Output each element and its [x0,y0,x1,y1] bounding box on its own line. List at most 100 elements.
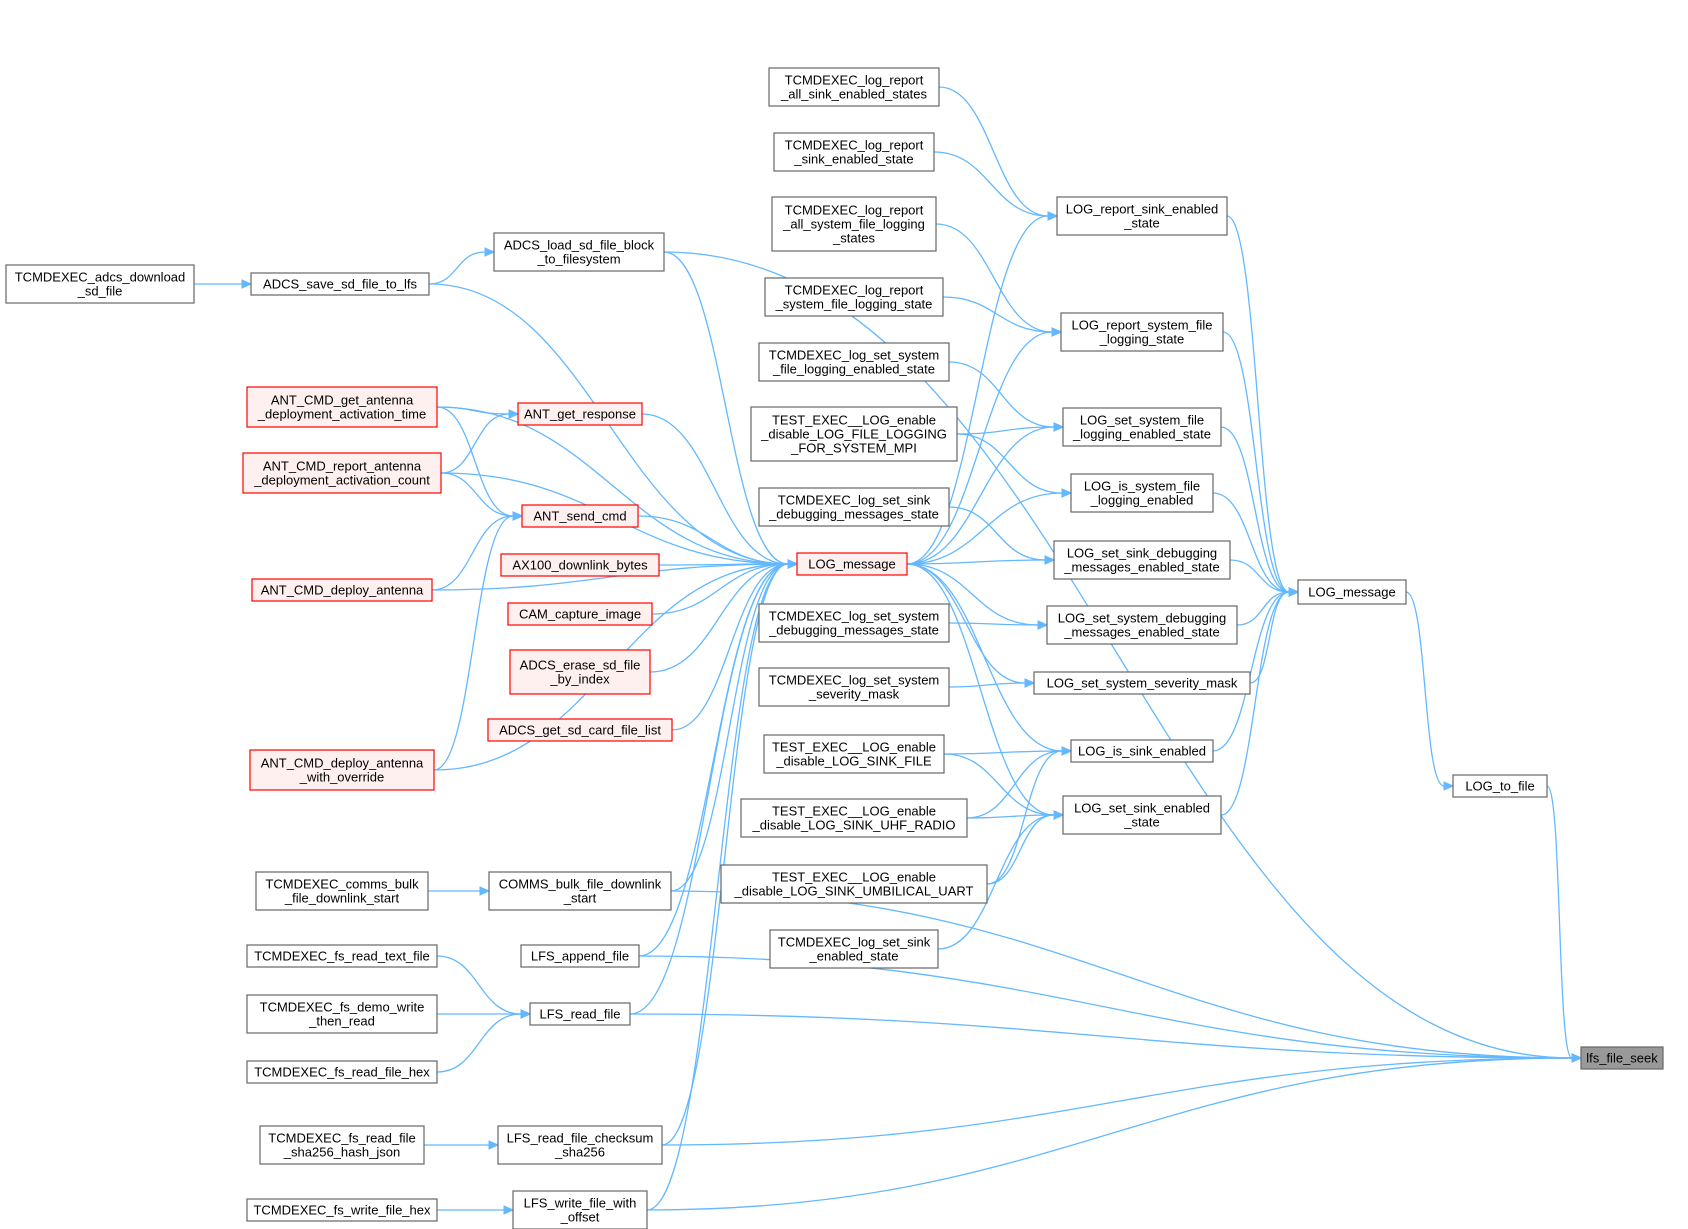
node-label-line: _sd_file [77,284,123,299]
edge-line [436,406,789,565]
node-label-line: TCMDEXEC_fs_read_file_hex [254,1065,430,1080]
node-test-uhf[interactable]: TEST_EXEC__LOG_enable_disable_LOG_SINK_U… [740,798,968,838]
node-t-comms-bulk[interactable]: TCMDEXEC_comms_bulk_file_downlink_start [255,871,429,911]
node-ant-get-resp[interactable]: ANT_get_response [517,402,643,426]
node-ant-override[interactable]: ANT_CMD_deploy_antenna_with_override [249,749,435,791]
node-log-message-r[interactable]: LOG_message [1297,579,1407,605]
node-lfs-write[interactable]: LFS_write_file_with_offset [512,1190,648,1229]
edge-ant-count-to-ant-get-resp [440,409,520,474]
node-box [1062,407,1222,447]
node-label: TCMDEXEC_log_set_system_severity_mask [769,673,940,702]
node-log-set-sys-file[interactable]: LOG_set_system_file_logging_enabled_stat… [1062,407,1222,447]
node-t-set-sys-dbg[interactable]: TCMDEXEC_log_set_system_debugging_messag… [758,603,950,643]
node-label: ADCS_save_sd_file_to_lfs [263,277,417,292]
edge-line [1226,215,1290,593]
node-ax100[interactable]: AX100_downlink_bytes [500,553,660,577]
node-t-fs-demo[interactable]: TCMDEXEC_fs_demo_write_then_read [246,994,438,1034]
node-ant-send[interactable]: ANT_send_cmd [521,504,639,528]
node-lfs-sha[interactable]: LFS_read_file_checksum_sha256 [497,1125,663,1165]
node-test-sink-file[interactable]: TEST_EXEC__LOG_enable_disable_LOG_SINK_F… [763,734,945,774]
node-log-is-sys-file[interactable]: LOG_is_system_file_logging_enabled [1070,473,1214,513]
edge-line [670,890,1573,1059]
node-box [768,67,940,107]
node-box [255,871,429,911]
node-label: LOG_is_system_file_logging_enabled [1084,479,1200,508]
node-t-rep-sink[interactable]: TCMDEXEC_log_report_sink_enabled_state [773,132,935,172]
node-t-set-sink-dbg[interactable]: TCMDEXEC_log_set_sink_debugging_messages… [758,487,950,527]
node-box [249,749,435,791]
edge-line [661,563,789,1146]
node-ant-time[interactable]: ANT_CMD_get_antenna_deployment_activatio… [246,386,438,428]
node-log-message-l[interactable]: LOG_message [796,552,908,576]
node-label: TEST_EXEC__LOG_enable_disable_LOG_FILE_L… [760,413,947,456]
node-log-set-sink[interactable]: LOG_set_sink_enabled_state [1062,795,1222,835]
node-root[interactable]: lfs_file_seek [1580,1046,1664,1070]
node-log-to-file[interactable]: LOG_to_file [1452,774,1548,798]
node-adcs-erase[interactable]: ADCS_erase_sd_file_by_index [509,649,651,695]
node-lfs-read[interactable]: LFS_read_file [529,1002,631,1026]
node-label: TCMDEXEC_log_report_sink_enabled_state [785,138,924,167]
node-label-line: _then_read [308,1014,375,1029]
node-t-set-sink[interactable]: TCMDEXEC_log_set_sink_enabled_state [769,929,939,969]
node-box [246,944,438,968]
node-label: TEST_EXEC__LOG_enable_disable_LOG_SINK_F… [772,740,936,769]
node-log-set-sink-dbg[interactable]: LOG_set_sink_debugging_messages_enabled_… [1053,540,1231,580]
node-label-line: LOG_set_system_severity_mask [1047,676,1238,691]
node-t-fs-text[interactable]: TCMDEXEC_fs_read_text_file [246,944,438,968]
node-log-set-sys-dbg[interactable]: LOG_set_system_debugging_messages_enable… [1046,605,1238,645]
node-label: LOG_set_sink_debugging_messages_enabled_… [1063,546,1219,575]
edge-t-rep-sink-to-log-report-sink [933,151,1059,221]
node-log-report-sys[interactable]: LOG_report_system_file_logging_state [1060,312,1224,352]
node-log-is-sink[interactable]: LOG_is_sink_enabled [1070,739,1214,763]
edge-line [436,406,510,415]
edge-arrowhead [1024,678,1036,688]
node-t-fs-sha[interactable]: TCMDEXEC_fs_read_file_sha256_hash_json [259,1125,425,1165]
node-t-rep-sys[interactable]: TCMDEXEC_log_report_system_file_logging_… [764,277,944,317]
node-t-rep-all-sys[interactable]: TCMDEXEC_log_report_all_system_file_logg… [771,196,937,252]
node-label-line: _logging_enabled_state [1072,427,1211,442]
node-label-line: LOG_report_system_file [1072,318,1213,333]
node-label: LOG_message [1308,585,1395,600]
edge-t-fs-text-to-lfs-read [436,955,532,1019]
node-t-fs-write[interactable]: TCMDEXEC_fs_write_file_hex [246,1198,438,1222]
node-adcs-save[interactable]: ADCS_save_sd_file_to_lfs [250,272,430,296]
node-label: AX100_downlink_bytes [512,558,648,573]
node-label: TCMDEXEC_log_set_system_file_logging_ena… [769,348,940,377]
node-log-set-sev[interactable]: LOG_set_system_severity_mask [1033,671,1251,695]
edge-line [637,515,789,565]
node-lfs-append[interactable]: LFS_append_file [520,944,640,968]
node-label-line: LFS_append_file [531,949,629,964]
node-test-umb[interactable]: TEST_EXEC__LOG_enable_disable_LOG_SINK_U… [720,864,988,904]
node-t-fs-hex[interactable]: TCMDEXEC_fs_read_file_hex [246,1060,438,1084]
node-t-set-sev[interactable]: TCMDEXEC_log_set_system_severity_mask [758,667,950,707]
node-comms-bulk[interactable]: COMMS_bulk_file_downlink_start [488,871,672,911]
node-label-line: COMMS_bulk_file_downlink [499,877,662,892]
node-t-adcs-dl[interactable]: TCMDEXEC_adcs_download_sd_file [5,264,195,304]
node-box [764,277,944,317]
edge-t-set-sink-dbg-to-log-set-sink-dbg [948,506,1056,565]
node-t-set-sys-file[interactable]: TCMDEXEC_log_set_system_file_logging_ena… [758,342,950,382]
node-label-line: ANT_CMD_deploy_antenna [261,756,424,771]
edge-ant-deploy-to-ant-send [431,511,524,591]
edge-lfs-write-to-root [646,1053,1583,1211]
node-log-report-sink[interactable]: LOG_report_sink_enabled_state [1056,196,1228,236]
node-box [1060,312,1224,352]
node-test-mpi[interactable]: TEST_EXEC__LOG_enable_disable_LOG_FILE_L… [750,406,958,462]
node-ant-count[interactable]: ANT_CMD_report_antenna_deployment_activa… [242,452,442,494]
node-label-line: ANT_CMD_report_antenna [263,459,422,474]
node-label-line: TCMDEXEC_fs_read_file [268,1131,415,1146]
node-label-line: LFS_read_file_checksum [507,1131,654,1146]
edge-line [986,750,1063,885]
node-adcs-list[interactable]: ADCS_get_sd_card_file_list [487,718,673,742]
edge-t-rep-sys-to-log-report-sys [942,296,1063,337]
node-ant-deploy[interactable]: ANT_CMD_deploy_antenna [251,578,433,602]
node-adcs-load[interactable]: ADCS_load_sd_file_block_to_filesystem [493,232,665,272]
node-label-line: AX100_downlink_bytes [512,558,648,573]
node-label-line: _state [1123,216,1159,231]
node-label-line: _disable_LOG_SINK_UMBILICAL_UART [734,884,974,899]
node-label-line: _severity_mask [808,687,900,702]
node-cam[interactable]: CAM_capture_image [507,602,653,626]
node-t-rep-all-sink[interactable]: TCMDEXEC_log_report_all_sink_enabled_sta… [768,67,940,107]
edge-line [948,682,1026,688]
node-box [769,929,939,969]
